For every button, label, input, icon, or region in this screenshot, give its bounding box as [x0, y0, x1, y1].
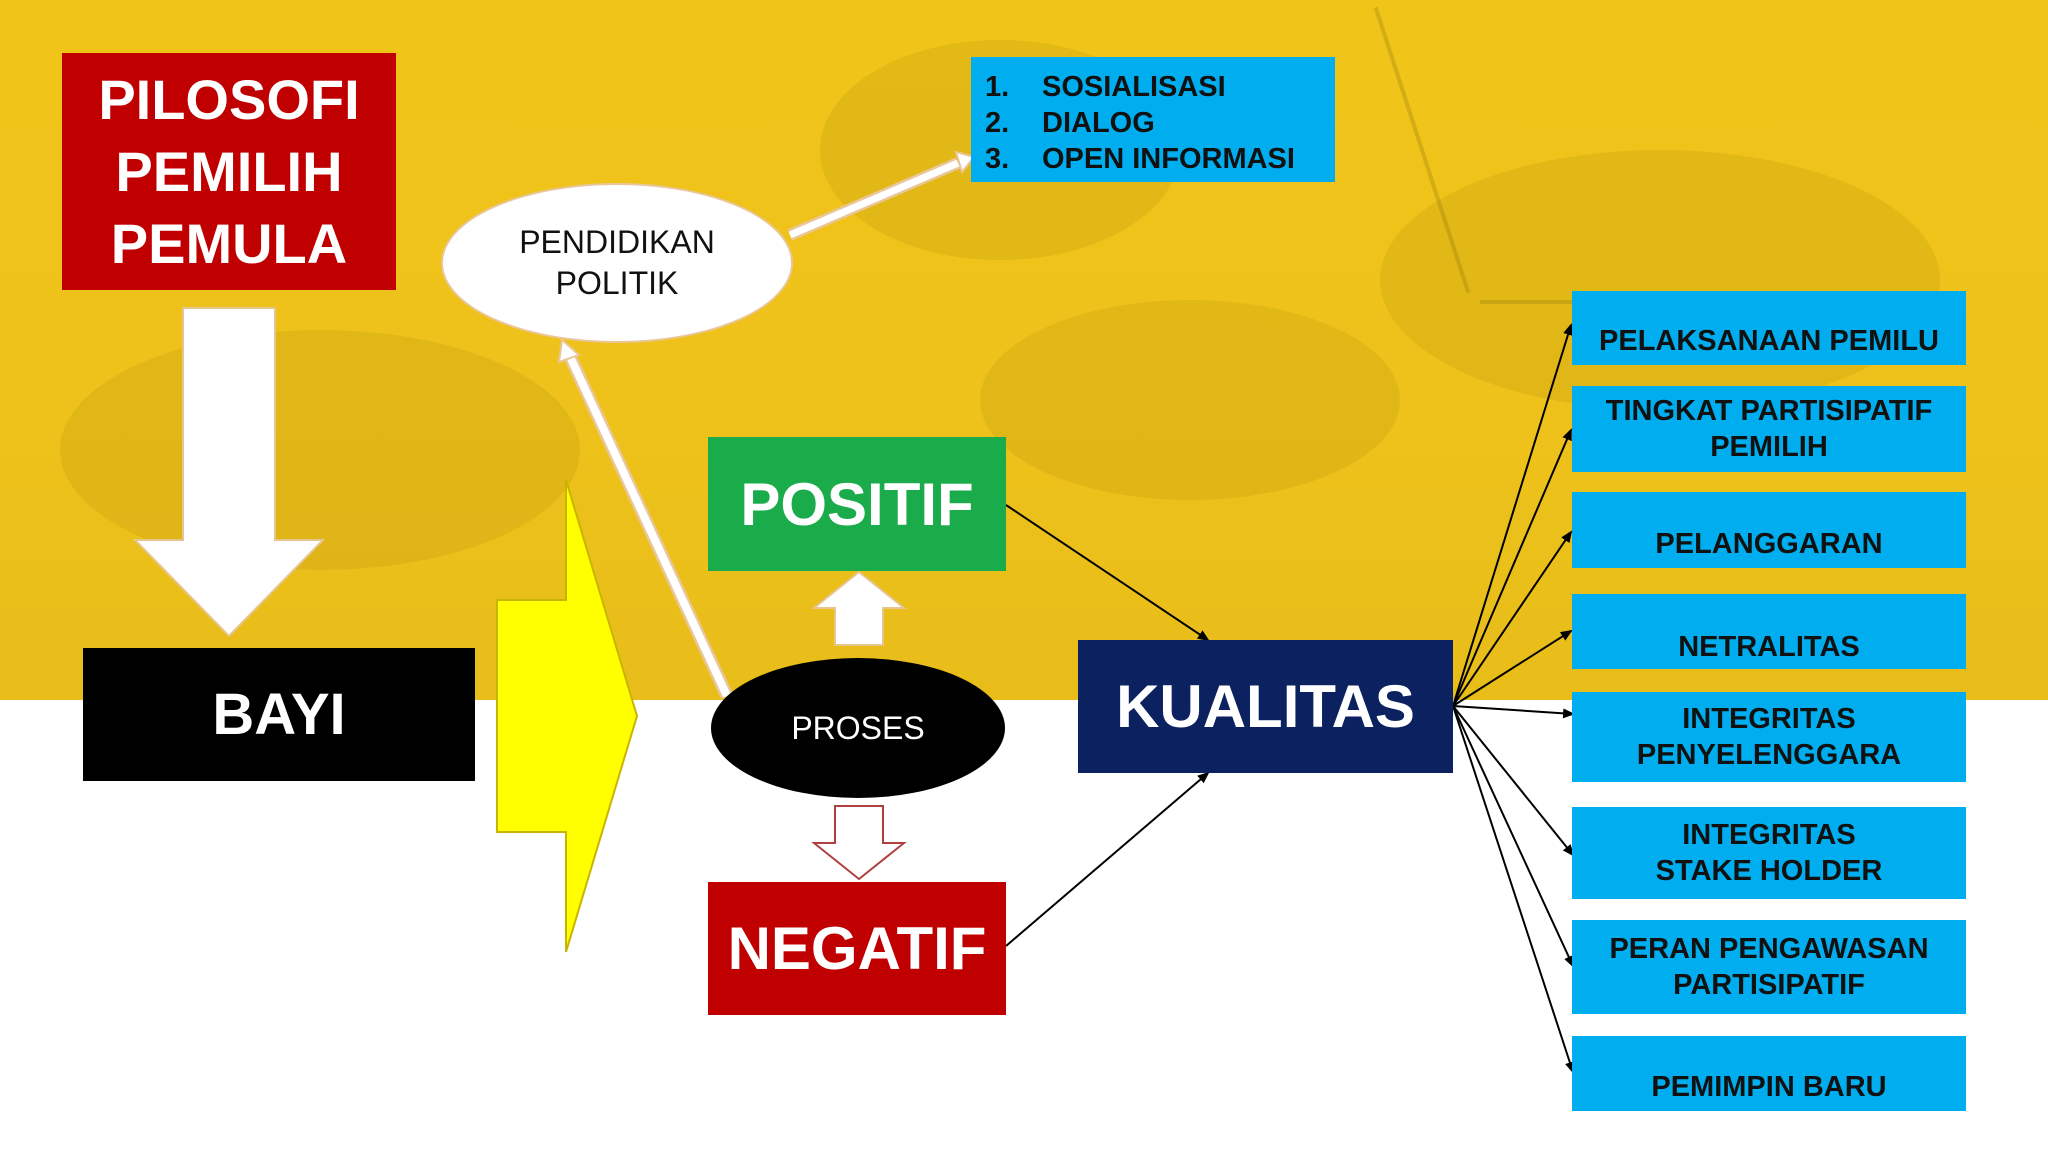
- positif-box: POSITIF: [708, 437, 1006, 571]
- outcome-integritas-penyelenggara: INTEGRITAS PENYELENGGARA: [1572, 692, 1966, 782]
- bayi-box: BAYI: [83, 648, 475, 781]
- outcome-integritas-stake-holder: INTEGRITAS STAKE HOLDER: [1572, 807, 1966, 899]
- negatif-to-kualitas-arrow: [1005, 771, 1210, 947]
- outcome-tingkat-partisipatif: TINGKAT PARTISIPATIF PEMILIH: [1572, 386, 1966, 472]
- list-text: DIALOG: [1042, 107, 1155, 139]
- pendidikan-politik-ellipse: PENDIDIKAN POLITIK: [441, 183, 793, 343]
- list-item: 2. DIALOG: [985, 105, 1335, 141]
- list-item: 3. OPEN INFORMASI: [985, 141, 1335, 177]
- background-shade: [980, 300, 1400, 500]
- outcome-pelanggaran: PELANGGARAN: [1572, 492, 1966, 568]
- kualitas-box: KUALITAS: [1078, 640, 1453, 773]
- list-number: 2.: [985, 107, 1010, 139]
- outcome-pemimpin-baru: PEMIMPIN BARU: [1572, 1036, 1966, 1111]
- negatif-box: NEGATIF: [708, 882, 1006, 1015]
- sosialisasi-list: 1. SOSIALISASI 2. DIALOG 3. OPEN INFORMA…: [971, 57, 1335, 182]
- page-title: PILOSOFI PEMILIH PEMULA: [62, 53, 396, 290]
- outcome-pelaksanaan-pemilu: PELAKSANAAN PEMILU: [1572, 291, 1966, 365]
- background-shade: [1380, 150, 1940, 410]
- list-text: OPEN INFORMASI: [1042, 143, 1295, 175]
- outcome-netralitas: NETRALITAS: [1572, 594, 1966, 669]
- list-item: 1. SOSIALISASI: [985, 69, 1335, 105]
- list-number: 3.: [985, 143, 1010, 175]
- list-number: 1.: [985, 71, 1010, 103]
- kualitas-fan-arrows: [1452, 323, 1575, 1074]
- background-shade: [60, 330, 580, 570]
- yellow-right-arrow-icon: [496, 479, 639, 953]
- down-arrow-icon: [132, 307, 326, 638]
- down-arrow-small-icon: [811, 805, 907, 881]
- proses-ellipse: PROSES: [711, 658, 1005, 798]
- outcome-peran-pengawasan: PERAN PENGAWASAN PARTISIPATIF: [1572, 920, 1966, 1014]
- list-text: SOSIALISASI: [1042, 71, 1226, 103]
- up-arrow-icon: [811, 570, 907, 646]
- positif-to-kualitas-arrow: [1005, 504, 1210, 642]
- pendidikan-to-list-arrow: [787, 150, 976, 241]
- proses-to-pendidikan-arrow: [557, 338, 733, 699]
